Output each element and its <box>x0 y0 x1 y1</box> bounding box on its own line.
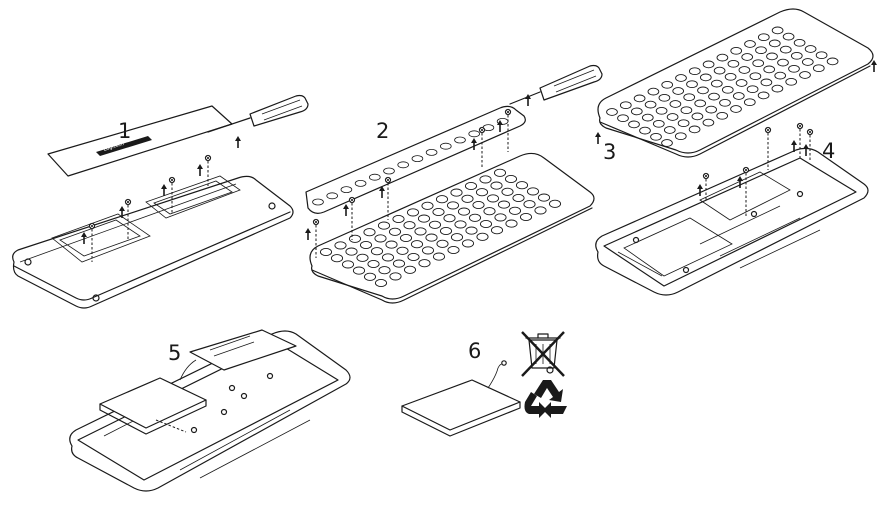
lifted-circuit-board <box>189 329 297 371</box>
recycle-icon <box>524 380 567 418</box>
step-number-6: 6 <box>468 339 481 363</box>
screwdriver-icon <box>207 94 309 133</box>
keyboard-base-tray <box>595 147 869 296</box>
panel-4: 4 <box>595 122 869 296</box>
keyboard-top-lifted <box>597 8 874 154</box>
step-number-3: 3 <box>603 140 616 164</box>
screw-icon <box>702 122 814 216</box>
step-number-1: 1 <box>118 119 131 143</box>
weee-crossed-bin-icon <box>521 331 565 377</box>
up-arrow-icon <box>234 135 242 149</box>
panel-3: 3 <box>594 8 878 164</box>
keyboard-top <box>309 152 595 300</box>
panel-6: 6 <box>401 331 567 437</box>
battery-pack-removed <box>401 379 521 431</box>
panel-2: 2 <box>304 64 603 304</box>
keyboard-bottom-shell <box>12 175 294 309</box>
screw-icon <box>312 108 512 258</box>
screwdriver-icon <box>509 64 603 105</box>
panel-1: Logitech 1 <box>12 94 309 309</box>
brand-badge <box>96 136 152 156</box>
battery-compartment <box>51 213 151 263</box>
step-number-2: 2 <box>376 119 389 143</box>
key-grid <box>319 168 562 288</box>
step-number-5: 5 <box>168 341 181 365</box>
brand-label: Logitech <box>103 141 125 153</box>
panel-5: 5 <box>69 329 351 492</box>
screw-icon <box>88 154 212 262</box>
key-grid <box>606 26 839 147</box>
open-keyboard-tray <box>69 330 351 492</box>
step-number-4: 4 <box>822 139 835 163</box>
